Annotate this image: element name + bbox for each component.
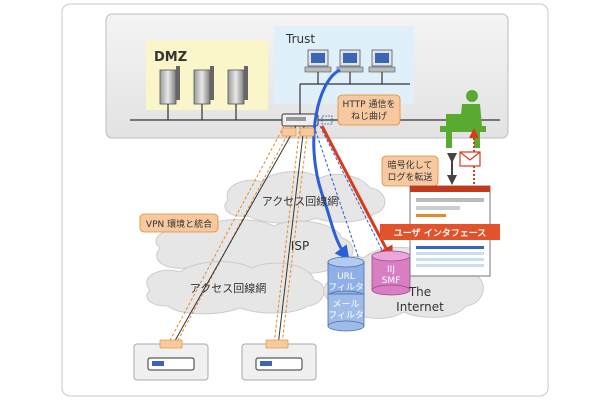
iij-smf-line1: IIJ [387, 265, 395, 275]
pc-icon [336, 49, 364, 73]
encrypt-log-line2: ログを転送 [387, 171, 432, 183]
user-interface-label: ユーザ インタフェース [380, 224, 500, 240]
user-interface-text: ユーザ インタフェース [394, 227, 487, 239]
url-filter-line2: フィルタ [328, 282, 364, 293]
mail-envelope-icon [459, 151, 481, 167]
access-lines [171, 125, 305, 347]
server-icon [193, 66, 214, 105]
access-network-bottom-label: アクセス回線網 [190, 281, 266, 295]
iij-smf-line2: SMF [382, 276, 401, 286]
branch-router-right [241, 339, 317, 381]
vpn-tunnels [167, 125, 309, 345]
router-icon [255, 357, 303, 371]
url-filter-line1: URL [337, 272, 355, 282]
vpn-port-marker [281, 127, 297, 137]
pc-icon [368, 49, 396, 73]
branch-router-left [133, 339, 209, 381]
dmz-zone: DMZ [146, 40, 268, 110]
http-redirect-arrow [312, 68, 350, 261]
internet-label-line2: Internet [396, 300, 444, 314]
encrypt-log-callout: 暗号化して ログを転送 [381, 155, 439, 187]
internet-port-marker [321, 115, 333, 125]
user-at-desk-icon [440, 90, 486, 148]
log-transfer-arrow [320, 125, 393, 262]
http-redirect-callout: HTTP 通信を ねじ曲げ [337, 94, 401, 126]
server-icon [159, 66, 180, 105]
vpn-callout-text: VPN 環境と統合 [146, 218, 212, 230]
router-icon [147, 357, 195, 371]
mail-filter-line2: フィルタ [328, 310, 364, 321]
access-network-top-label: アクセス回線網 [262, 194, 338, 208]
http-redirect-line2: ねじ曲げ [351, 111, 387, 122]
server-icon [227, 66, 248, 105]
pc-icon [304, 49, 332, 73]
http-redirect-line1: HTTP 通信を [343, 98, 396, 110]
encrypt-log-line1: 暗号化して [388, 159, 433, 171]
internet-links [313, 125, 389, 263]
iij-smf-database: IIJ SMF [371, 250, 411, 296]
trust-label: Trust [285, 32, 315, 46]
vpn-callout: VPN 環境と統合 [139, 213, 219, 233]
mail-filter-line1: メール [332, 300, 359, 310]
router-icon [281, 113, 319, 127]
vpn-port-marker [299, 127, 315, 137]
isp-label: ISP [291, 239, 309, 253]
trust-zone: Trust [274, 26, 414, 104]
dmz-label: DMZ [154, 50, 187, 65]
internet-label-line1: The [408, 285, 431, 299]
mail-filter-database: メール フィルタ [327, 293, 365, 332]
